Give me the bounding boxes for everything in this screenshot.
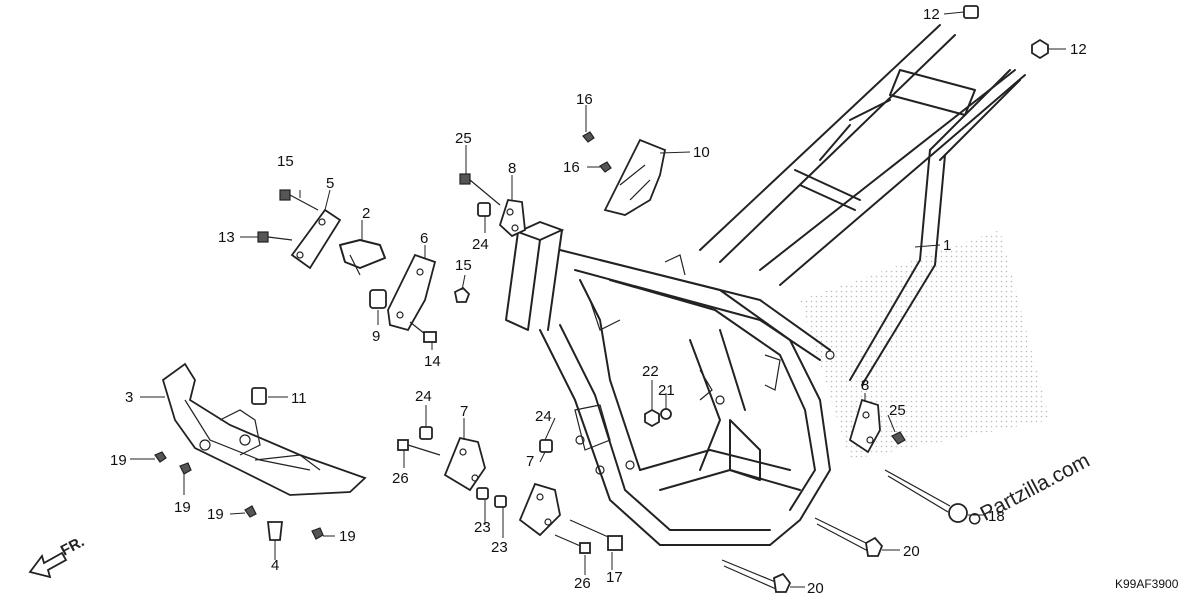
callout-1: 1: [943, 237, 951, 254]
part-7-plate-a[interactable]: [443, 436, 486, 492]
part-4-cap[interactable]: [266, 521, 284, 541]
bolt-18[interactable]: [884, 469, 968, 523]
bolt-26-b[interactable]: [554, 534, 591, 554]
callout-15-right: 15: [455, 257, 472, 274]
callout-10: 10: [693, 144, 710, 161]
part-3-skid-plate[interactable]: [161, 362, 367, 496]
front-direction-indicator: FR.: [28, 533, 87, 579]
shading-area: [800, 230, 1050, 460]
callout-26-left: 26: [392, 470, 409, 487]
bolt-25-upper[interactable]: [459, 173, 501, 206]
bolt-15-upper[interactable]: [279, 189, 319, 211]
callout-9: 9: [372, 328, 380, 345]
bolt-17[interactable]: [569, 519, 623, 551]
callout-13: 13: [218, 229, 235, 246]
part-5-plate[interactable]: [290, 208, 342, 270]
part-6-plate[interactable]: [387, 253, 437, 332]
bolt-25-right[interactable]: [891, 431, 906, 445]
bolt-13[interactable]: [257, 231, 293, 243]
callout-6: 6: [420, 230, 428, 247]
callout-24-mid: 24: [415, 388, 432, 405]
callout-16-mid: 16: [563, 159, 580, 176]
callout-3: 3: [125, 389, 133, 406]
callout-4: 4: [271, 557, 279, 574]
bolt-26-a[interactable]: [397, 439, 441, 456]
bolts-19[interactable]: [154, 451, 324, 540]
callout-12-left: 12: [923, 6, 940, 23]
callout-25-right: 25: [889, 402, 906, 419]
callout-24-upper: 24: [472, 236, 489, 253]
nuts-23[interactable]: [476, 487, 507, 508]
partzilla-logo-icon: [968, 513, 981, 525]
callout-26-bottom: 26: [574, 575, 591, 592]
callout-8-right: 8: [861, 377, 869, 394]
callout-19-b: 19: [174, 499, 191, 516]
callout-20-lower: 20: [807, 580, 824, 597]
part-8-right-plate[interactable]: [848, 398, 881, 454]
callout-8-upper: 8: [508, 160, 516, 177]
callout-24-lower: 24: [535, 408, 552, 425]
callout-14: 14: [424, 353, 441, 370]
callout-19-c: 19: [207, 506, 224, 523]
bolt-14[interactable]: [409, 321, 437, 343]
callout-19-d: 19: [339, 528, 356, 545]
part-9-collar[interactable]: [369, 289, 387, 309]
main-frame[interactable]: [505, 5, 1049, 546]
callout-7-lower: 7: [526, 453, 534, 470]
callout-labels: 1 2 3 4 5 6 7 7 8 8 9 10 11 12 12 13 14 …: [110, 6, 1087, 597]
callout-20-upper: 20: [903, 543, 920, 560]
callout-22: 22: [642, 363, 659, 380]
bolt-15-lower[interactable]: [453, 286, 471, 303]
callout-11: 11: [291, 390, 307, 407]
nut-22[interactable]: [644, 408, 660, 428]
callout-17: 17: [606, 569, 623, 586]
collar-24-lower[interactable]: [419, 426, 553, 453]
callout-23-a: 23: [474, 519, 491, 536]
watermark: Partzilla.com: [968, 449, 1094, 526]
callout-12-right: 12: [1070, 41, 1087, 58]
callout-19-a: 19: [110, 452, 127, 469]
part-10-bracket[interactable]: [582, 131, 667, 216]
diagram-code: K99AF3900: [1115, 577, 1179, 591]
washer-21[interactable]: [660, 408, 672, 420]
callout-7-upper: 7: [460, 403, 468, 420]
part-2-clip[interactable]: [339, 239, 386, 276]
arrow-left-icon: [28, 551, 68, 579]
callout-21: 21: [658, 382, 675, 399]
callout-18: 18: [988, 508, 1005, 525]
callout-16-top: 16: [576, 91, 593, 108]
callout-5: 5: [326, 175, 334, 192]
watermark-text: Partzilla.com: [977, 449, 1094, 526]
part-11-collar[interactable]: [251, 387, 267, 405]
part-8-upper-plate[interactable]: [498, 199, 526, 238]
callout-25-upper: 25: [455, 130, 472, 147]
callout-2: 2: [362, 205, 370, 222]
part-7-plate-b[interactable]: [518, 482, 561, 537]
callout-23-b: 23: [491, 539, 508, 556]
collar-24-upper[interactable]: [477, 202, 491, 217]
bolt-20-upper[interactable]: [814, 517, 884, 557]
callout-15-left: 15: [277, 153, 294, 170]
bolt-20-lower[interactable]: [721, 559, 792, 593]
